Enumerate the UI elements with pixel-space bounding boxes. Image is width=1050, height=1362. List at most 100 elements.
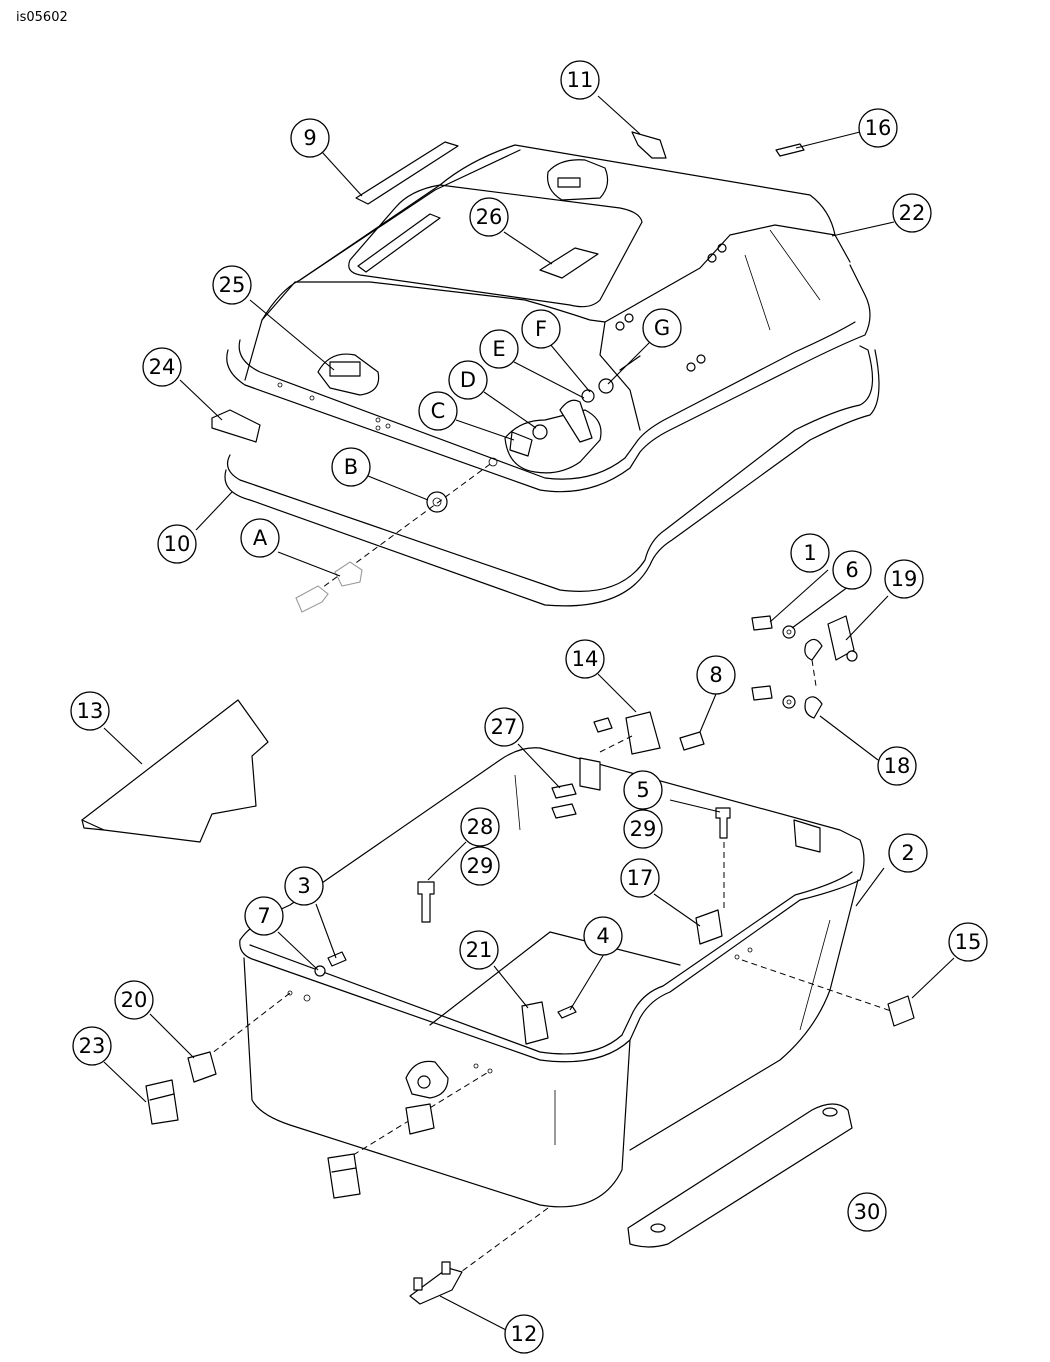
callout-E-label: E xyxy=(492,337,505,361)
leader-lines xyxy=(103,95,955,1331)
part-A-key xyxy=(295,585,329,613)
part-C-housing xyxy=(509,431,533,457)
part-5-bolt xyxy=(715,807,731,839)
callout-4-label: 4 xyxy=(596,924,609,948)
callout-18-label: 18 xyxy=(884,754,911,778)
callout-7: 7 xyxy=(244,896,284,936)
callout-11: 11 xyxy=(560,60,600,100)
part-30-rail xyxy=(627,1103,853,1248)
part-27-pad-a xyxy=(551,783,577,799)
callout-19-label: 19 xyxy=(891,567,918,591)
part-E-cam xyxy=(559,399,593,443)
callout-9: 9 xyxy=(290,118,330,158)
callout-7-label: 7 xyxy=(257,904,270,928)
part-24-bracket xyxy=(211,409,261,443)
part-13-liner xyxy=(81,699,269,843)
part-19-bracket xyxy=(827,615,855,661)
callout-D-label: D xyxy=(460,368,476,392)
callout-29-lower: 29 xyxy=(623,809,663,849)
tether-upper-eye xyxy=(804,638,823,661)
part-D-nut xyxy=(532,424,548,440)
part-14-screw xyxy=(593,717,613,733)
callout-15-label: 15 xyxy=(955,930,982,954)
part-B-washer xyxy=(426,491,448,513)
part-A-lock-cylinder xyxy=(334,561,363,587)
part-27-pad-b xyxy=(551,803,577,819)
callout-22-label: 22 xyxy=(899,201,926,225)
part-8-pin xyxy=(679,731,705,751)
callout-1-label: 1 xyxy=(803,541,816,565)
callout-G-label: G xyxy=(654,316,670,340)
callout-C-label: C xyxy=(431,399,446,423)
callout-26: 26 xyxy=(469,197,509,237)
callout-20-label: 20 xyxy=(121,988,148,1012)
callout-20: 20 xyxy=(114,980,154,1020)
callout-1: 1 xyxy=(790,533,830,573)
callout-10-label: 10 xyxy=(164,532,191,556)
part-11-hinge xyxy=(631,131,667,159)
part-16-pad xyxy=(775,143,805,157)
callout-B: B xyxy=(331,447,371,487)
callout-17: 17 xyxy=(620,858,660,898)
callout-28-label: 28 xyxy=(467,815,494,839)
callout-E: E xyxy=(479,329,519,369)
part-21-bracket xyxy=(521,1001,549,1045)
callout-B-label: B xyxy=(344,455,358,479)
part-1-screw-upper xyxy=(751,615,773,631)
callout-17-label: 17 xyxy=(627,866,654,890)
callout-30-label: 30 xyxy=(854,1200,881,1224)
callout-27: 27 xyxy=(484,707,524,747)
callout-24: 24 xyxy=(142,347,182,387)
callout-2: 2 xyxy=(888,833,928,873)
callout-A-label: A xyxy=(253,526,268,550)
part-28-bolt xyxy=(417,881,435,923)
part-6-washer-lower xyxy=(782,695,796,709)
callout-6-label: 6 xyxy=(845,558,858,582)
callout-13-label: 13 xyxy=(77,699,104,723)
tour-pak-base xyxy=(239,747,865,1208)
callout-12-label: 12 xyxy=(511,1322,538,1346)
part-F-washer xyxy=(581,389,595,403)
part-15-plate xyxy=(887,995,915,1027)
part-1-screw-lower xyxy=(751,685,773,701)
tour-pak-lid xyxy=(224,144,880,607)
callout-10: 10 xyxy=(157,524,197,564)
part-7-nut xyxy=(314,965,326,977)
part-9-lens xyxy=(355,141,459,205)
part-14-hinge xyxy=(625,711,661,755)
part-12-bolt-b xyxy=(441,1261,451,1275)
callout-29-lower-label: 29 xyxy=(630,817,657,841)
part-12-bolt-a xyxy=(413,1277,423,1291)
part-26-pad xyxy=(539,247,599,279)
latch-base-front xyxy=(405,1103,435,1135)
callout-2-label: 2 xyxy=(901,841,914,865)
part-3-screw xyxy=(327,951,347,967)
callout-5-label: 5 xyxy=(636,778,649,802)
part-4-screw xyxy=(557,1005,577,1019)
callout-D: D xyxy=(448,360,488,400)
callout-25: 25 xyxy=(212,265,252,305)
latch-bracket-top xyxy=(557,177,581,188)
figure-id-label: is05602 xyxy=(16,10,68,25)
callout-13: 13 xyxy=(70,691,110,731)
callout-18: 18 xyxy=(877,746,917,786)
callout-27-label: 27 xyxy=(491,715,518,739)
callout-G: G xyxy=(642,308,682,348)
part-18-tether xyxy=(804,696,823,719)
callout-29-upper: 29 xyxy=(460,846,500,886)
callout-19: 19 xyxy=(884,559,924,599)
callout-23: 23 xyxy=(72,1026,112,1066)
callout-C: C xyxy=(418,391,458,431)
callout-F: F xyxy=(521,309,561,349)
latch-front xyxy=(327,1153,361,1199)
callout-25-label: 25 xyxy=(219,273,246,297)
callout-3: 3 xyxy=(284,866,324,906)
callout-9-label: 9 xyxy=(303,126,316,150)
callout-16-label: 16 xyxy=(865,116,892,140)
callout-28: 28 xyxy=(460,807,500,847)
callout-4: 4 xyxy=(583,916,623,956)
callout-14-label: 14 xyxy=(572,647,599,671)
callout-6: 6 xyxy=(832,550,872,590)
callout-8-label: 8 xyxy=(709,663,722,687)
